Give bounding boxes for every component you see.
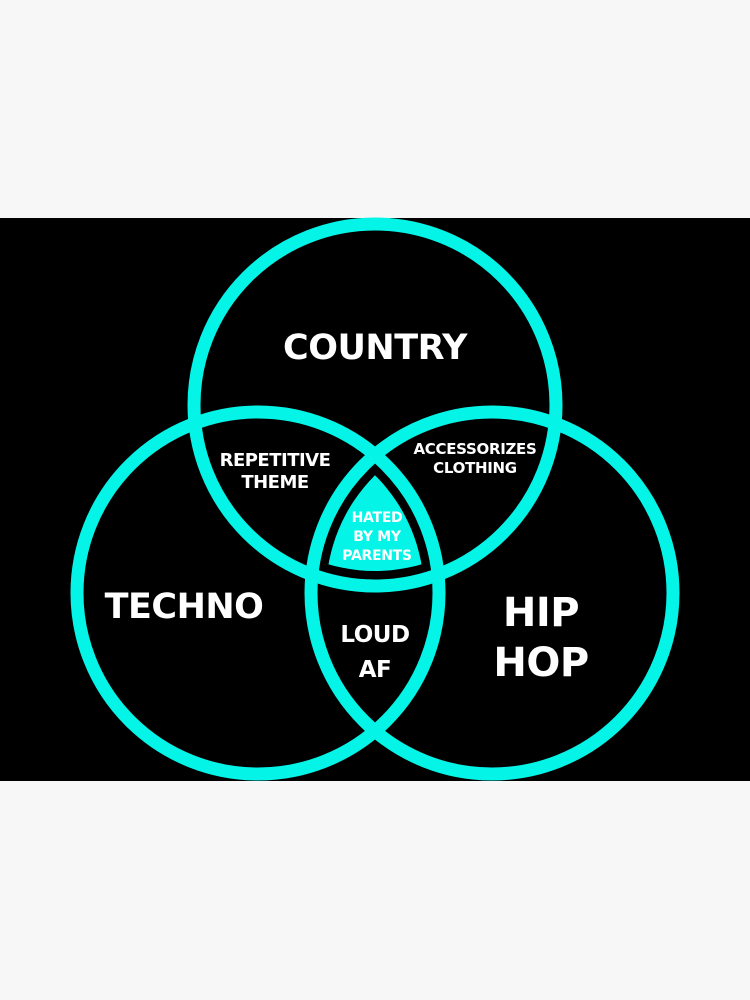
techno-circle — [70, 405, 446, 781]
hiphop-label: HIP HOP — [493, 590, 589, 686]
techno-label: TECHNO — [104, 587, 264, 627]
country-hiphop-overlap-label: ACCESSORIZES CLOTHING — [413, 440, 537, 477]
country-label: COUNTRY — [283, 328, 467, 368]
country-circle — [187, 217, 563, 593]
techno-hiphop-overlap-label: LOUD AF — [340, 622, 410, 683]
hiphop-circle — [304, 405, 680, 781]
all-three-overlap-label: HATED BY MY PARENTS — [342, 510, 412, 564]
country-techno-overlap-label: REPETITIVE THEME — [219, 450, 331, 493]
